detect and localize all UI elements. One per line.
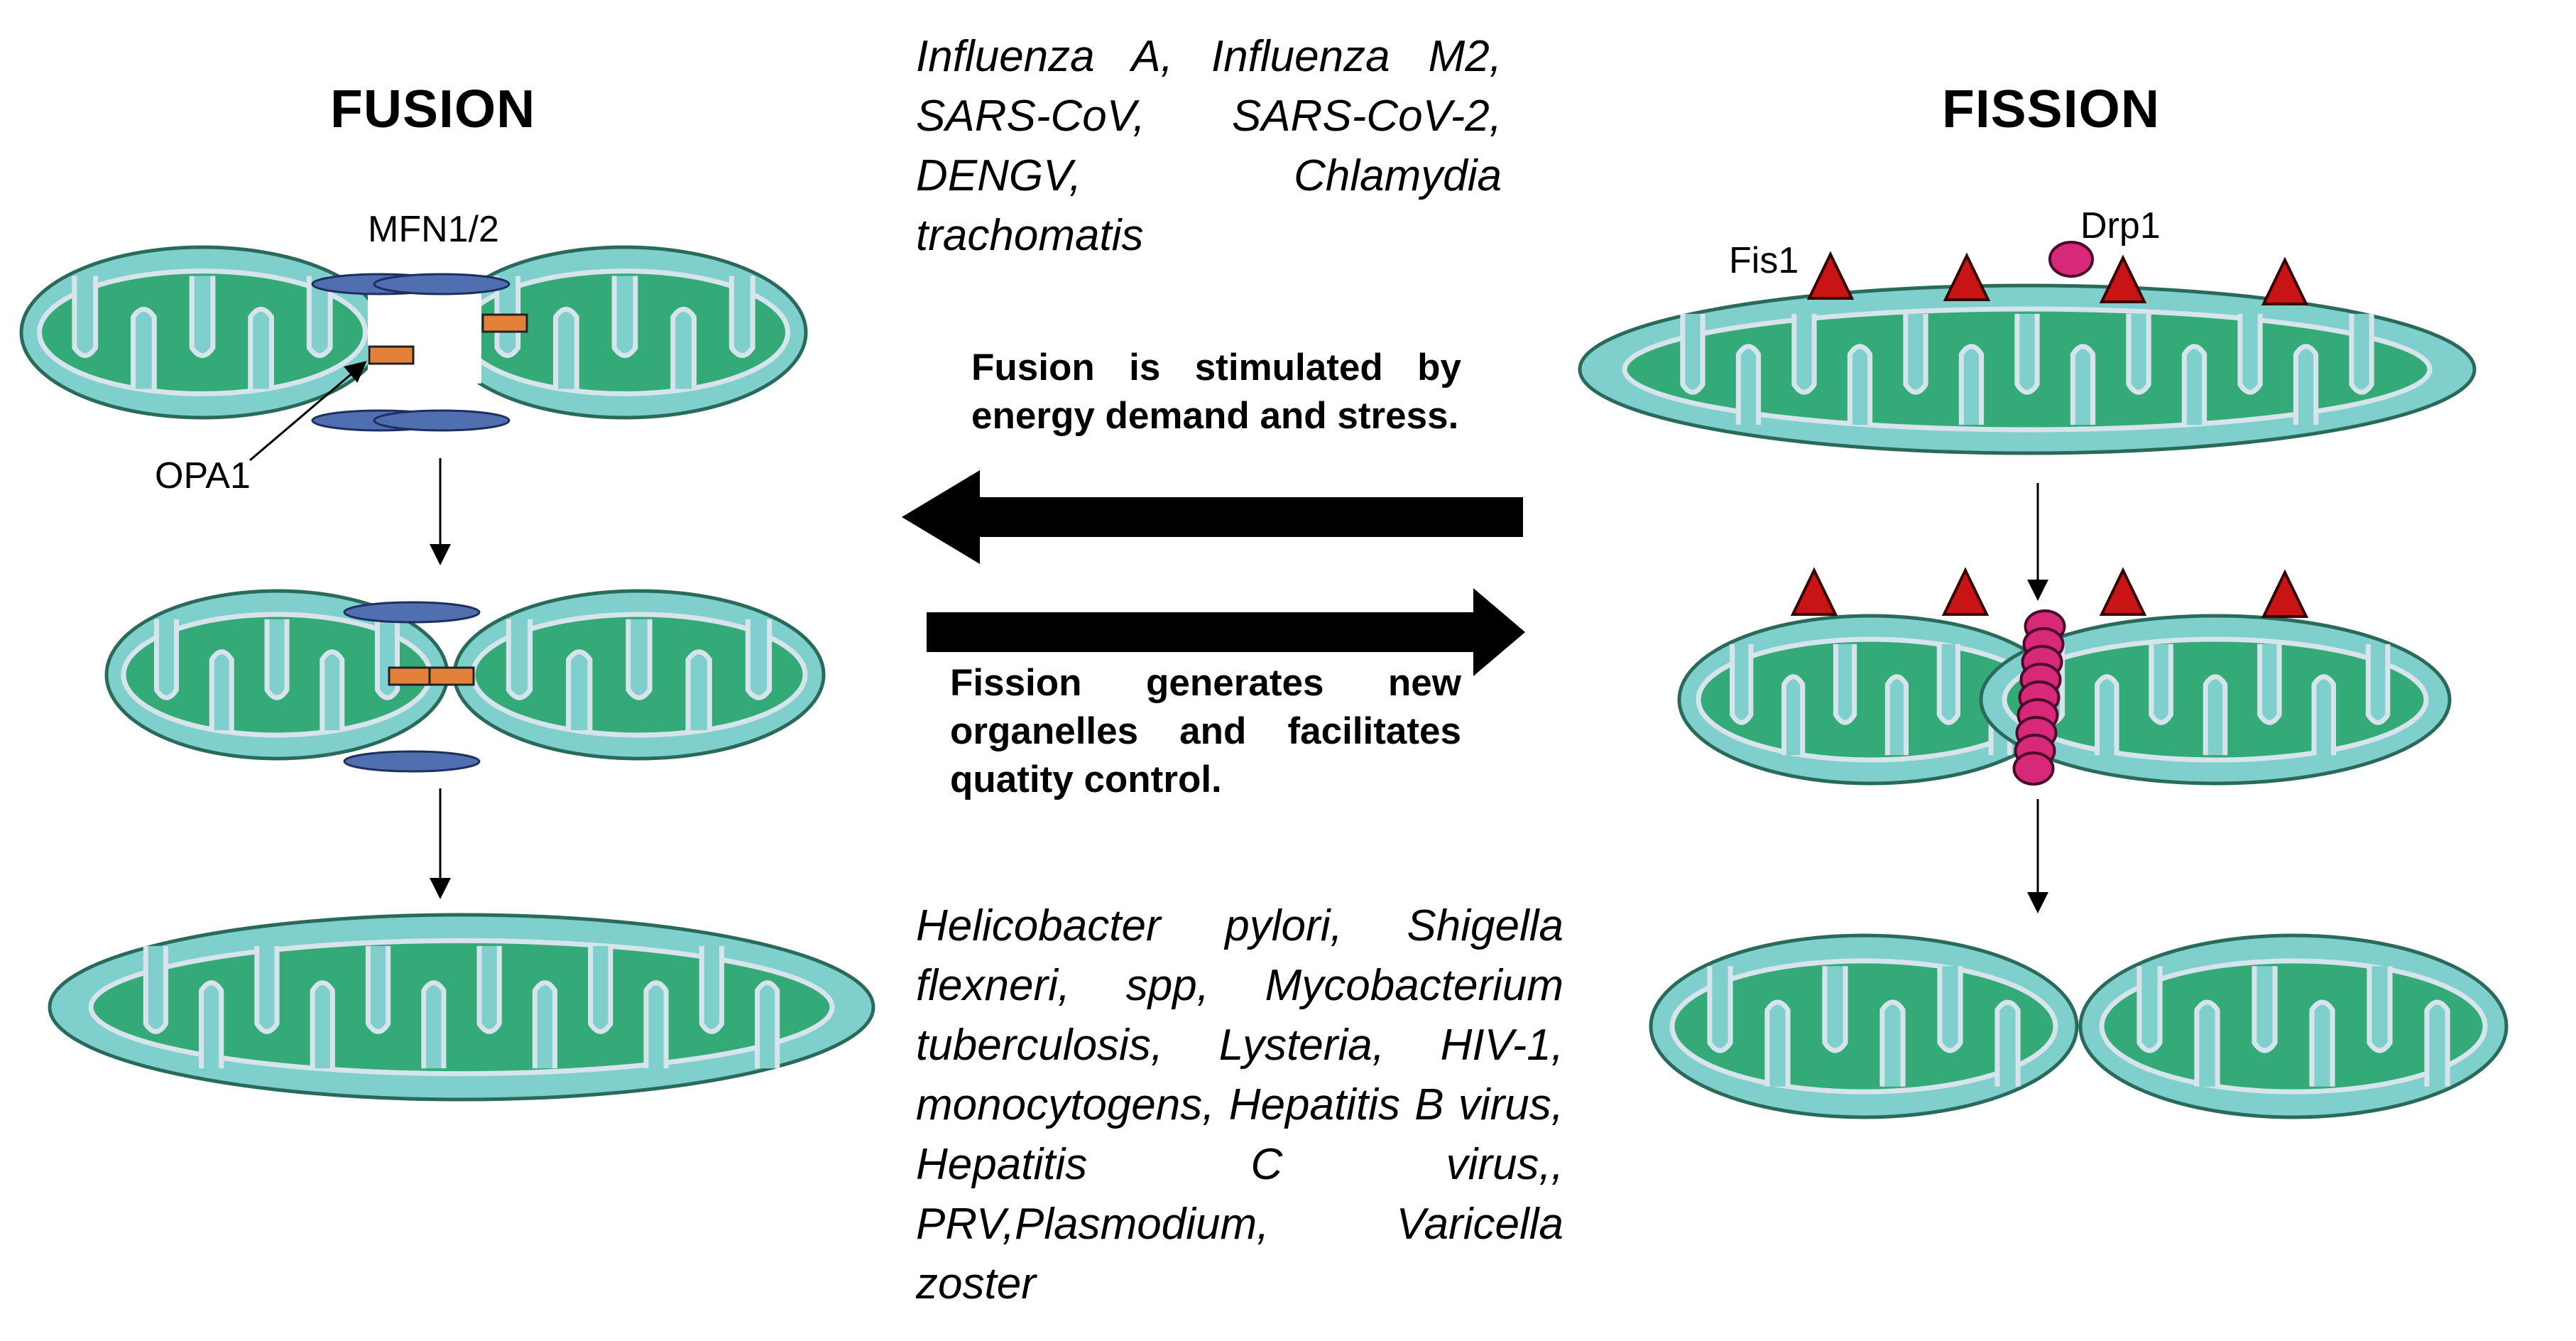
fis1-protein-6 (1941, 567, 1990, 616)
mfn-protein-top-right (373, 273, 511, 295)
fis1-protein-5 (1790, 567, 1838, 616)
fis1-protein-1 (1806, 251, 1855, 300)
fission-title: FISSION (1942, 79, 2161, 139)
fis1-protein-4 (2261, 256, 2309, 305)
fusion-big-arrow-left (902, 470, 1523, 564)
fission-mito-constricting-left (1677, 614, 2065, 786)
fusion-note: Fusion is stimulated by energy demand an… (971, 347, 1461, 437)
mfn-label: MFN1/2 (368, 209, 499, 250)
fusion-title: FUSION (330, 79, 536, 139)
fis1-protein-2 (1943, 252, 1991, 301)
fis1-protein-7 (2099, 567, 2147, 616)
opa1-protein-intermediate-left (388, 666, 435, 686)
drp1-protein-free (2048, 241, 2094, 278)
fis1-label: Fis1 (1729, 240, 1799, 281)
fis1-protein-8 (2261, 569, 2309, 618)
drp1-ring-9 (2012, 751, 2055, 786)
opa1-protein-intermediate-right (428, 666, 475, 686)
opa1-protein-right (481, 313, 528, 333)
fission-mito-long (1578, 283, 2477, 455)
fission-big-arrow-right (927, 588, 1525, 676)
fusion-pathogen-list: Influenza A, Influenza M2, SARS-CoV, SAR… (916, 32, 1502, 260)
mfn-protein-intermediate-top (343, 601, 481, 624)
fusion-mito-right (442, 245, 808, 420)
fusion-mito-intermediate-right (452, 589, 826, 761)
fission-mito-daughter-left (1649, 933, 2079, 1119)
mfn-protein-bottom-right (373, 409, 511, 432)
drp1-label: Drp1 (2080, 205, 2161, 246)
fission-mito-constricting-right (1979, 614, 2452, 786)
fission-mito-daughter-right (2078, 933, 2509, 1119)
mfn-protein-intermediate-bottom (343, 750, 481, 773)
fis1-protein-3 (2099, 254, 2147, 303)
fusion-mito-fused (48, 913, 875, 1102)
fission-note: Fission generates new organelles and fac… (950, 662, 1461, 800)
opa1-label: OPA1 (155, 455, 251, 496)
fission-pathogen-list: Helicobacter pylori, Shigella flexneri, … (916, 901, 1563, 1308)
fusion-mito-left (19, 245, 386, 420)
opa1-pointer-line (249, 361, 367, 462)
opa1-protein-left (368, 345, 415, 365)
